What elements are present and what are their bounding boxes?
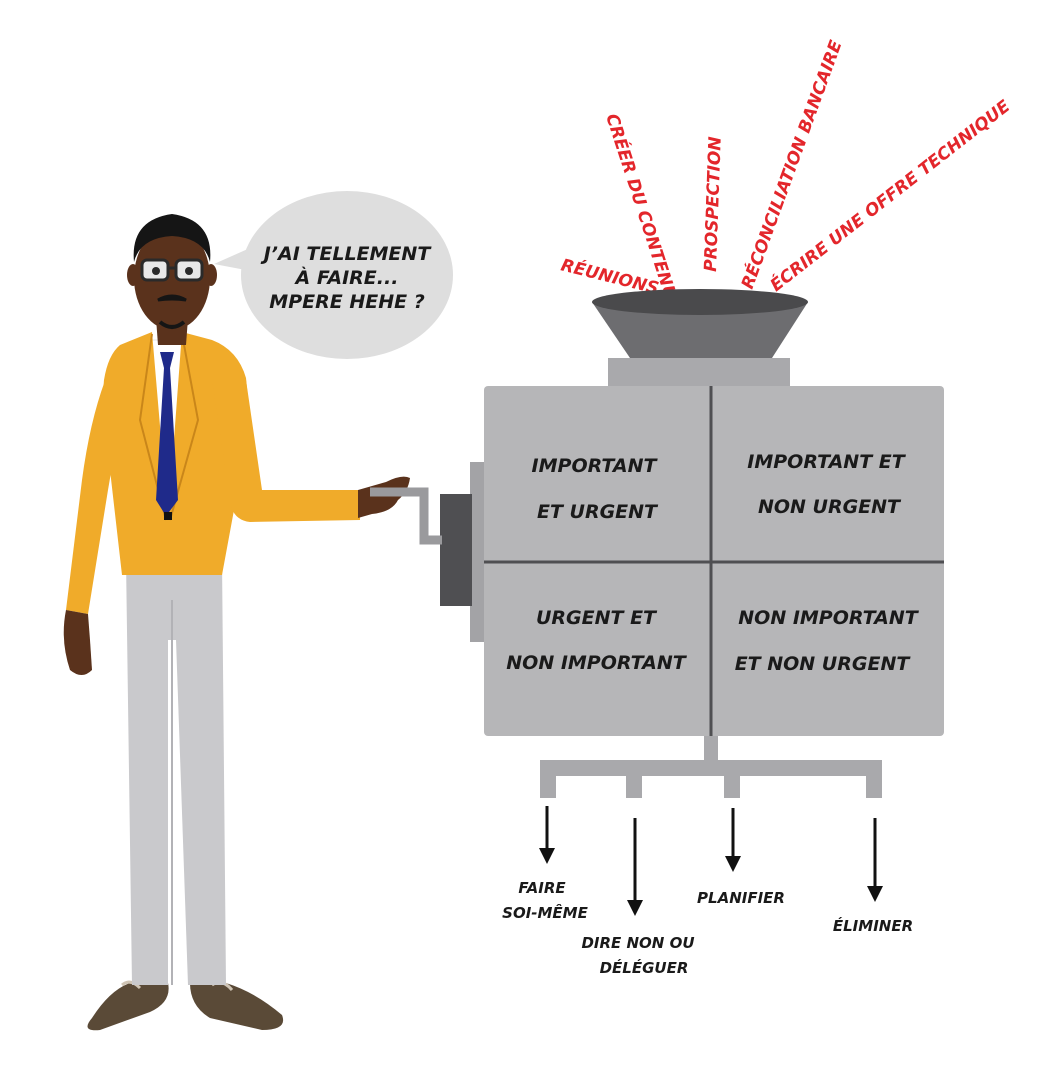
glasses-icon [140,258,204,282]
quadrant-br-line-1: NON IMPORTANT [738,607,919,629]
quadrant-br-line-2: ET NON URGENT [735,653,912,675]
quadrant-important-urgent: IMPORTANT ET URGENT [532,455,660,523]
task-label-prospection: PROSPECTION [701,136,726,272]
left-arm [66,378,120,614]
quadrant-tr-line-1: IMPORTANT ET [747,451,906,473]
output-do-it-line-2: SOI-MÊME [502,903,588,922]
head [134,226,210,330]
left-hand [63,610,92,675]
output-labels: FAIRE SOI-MÊME DIRE NON OU DÉLÉGUER PLAN… [502,879,913,977]
quadrant-tl-line-2: ET URGENT [537,501,659,523]
output-schedule: PLANIFIER [697,889,785,907]
output-delegate-line-2: DÉLÉGUER [600,958,689,977]
crank-housing [470,462,488,642]
trousers [126,560,226,985]
incoming-tasks: RÉUNIONS CRÉER DU CONTENU PROSPECTION RÉ… [559,37,1015,302]
hair [133,214,211,262]
quadrant-important-non-urgent: IMPORTANT ET NON URGENT [747,451,906,518]
right-arm [212,342,360,522]
arrow-down-icon [867,818,883,902]
speech-line-2: À FAIRE... [294,266,399,289]
crank-handle-icon [370,487,442,545]
output-do-it-line-1: FAIRE [518,879,566,897]
necktie [156,352,178,516]
hopper-funnel [592,302,808,358]
quadrant-non-important-non-urgent: NON IMPORTANT ET NON URGENT [735,607,920,675]
businessman-figure [63,214,410,1031]
quadrant-bl-line-2: NON IMPORTANT [506,652,687,674]
speech-bubble: J’AI TELLEMENT À FAIRE... MPERE HEHE ? [214,191,453,359]
grinder-machine: IMPORTANT ET URGENT IMPORTANT ET NON URG… [370,289,944,798]
quadrant-bl-line-1: URGENT ET [536,607,658,629]
left-shoe [87,983,169,1031]
arrow-down-icon [725,808,741,872]
quadrant-tr-line-2: NON URGENT [758,496,902,518]
output-arrows [539,806,883,916]
output-manifold [540,736,882,798]
quadrant-tl-line-1: IMPORTANT [532,455,659,477]
quadrant-urgent-non-important: URGENT ET NON IMPORTANT [506,607,687,674]
speech-line-1: J’AI TELLEMENT [260,243,433,265]
arrow-down-icon [539,806,555,864]
right-hand [358,476,410,518]
output-delegate-line-1: DIRE NON OU [581,934,694,952]
right-shoe [190,983,284,1030]
arrow-down-icon [627,818,643,916]
speech-line-3: MPERE HEHE ? [269,291,424,313]
output-eliminate: ÉLIMINER [833,916,913,935]
